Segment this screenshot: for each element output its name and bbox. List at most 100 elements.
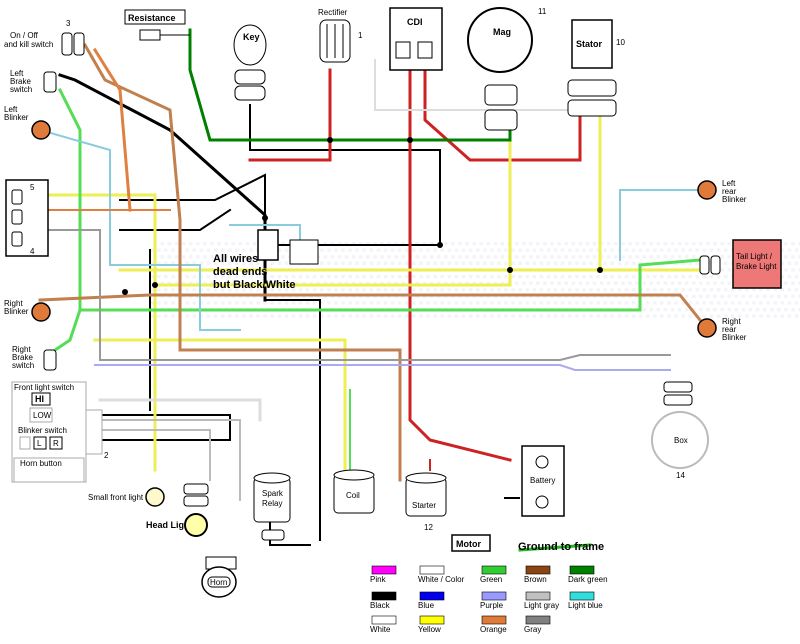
wire-black-2 [249,104,441,246]
right-rear-blinker-label-1: Right [722,317,741,326]
legend-swatch [525,565,551,575]
wire-orange-1 [92,47,132,212]
legend-swatch [481,591,507,601]
wire-green-4 [518,543,592,552]
l-label: L [37,439,42,448]
left-rear-blinker-label-1: Left [722,179,736,188]
resistance: Resistance [124,9,190,41]
legend-label: Dark green [568,575,608,584]
left-rear-blinker-label-2: rear [722,187,737,196]
box-component: Box 14 [651,381,709,480]
legend-swatch [569,565,595,575]
legend-swatch [371,615,397,625]
head-light: Head Light [146,513,208,537]
front-light-switch-panel: Front light switch HI LOW Blinker switch… [11,381,109,483]
wire-red-3 [248,68,332,162]
left-rear-blinker: Left rear Blinker [697,179,747,204]
wire-red-1 [408,58,512,462]
left-rear-blinker-label-3: Blinker [722,195,747,204]
wire-lightblue-1 [38,128,241,331]
connector-number-2: 2 [104,451,109,460]
wire-yellow-4 [93,338,347,482]
legend-label: Purple [480,601,504,610]
legend-label: Black [370,601,391,610]
splice-dot [437,242,443,248]
legend-label: Gray [524,625,541,634]
starter-label: Starter [412,501,436,510]
legend-label: Orange [480,625,507,634]
dead-ends-junction: All wires dead ends but Black/White [213,229,319,291]
rectifier: Rectifier 1 [318,8,363,63]
right-rear-blinker-label-3: Blinker [722,333,747,342]
right-blinker: Right Blinker [4,299,51,322]
wire-brown-2 [38,293,703,323]
wire-gray-3 [99,419,241,501]
wire-red-2 [423,58,582,162]
legend-label: Yellow [418,625,441,634]
dead-ends-label-1: All wires [213,253,258,265]
splice-dot [507,267,513,273]
mag-number: 11 [538,7,547,16]
legend-label: Blue [418,601,435,610]
splice-dot [407,137,413,143]
coil-label: Coil [346,491,360,500]
left-brake-label-2: Brake [10,77,31,86]
wire-gray-4 [99,429,211,481]
right-rear-blinker: Right rear Blinker [697,317,747,342]
wire-black-1 [58,73,267,302]
key-switch: Key [233,24,267,101]
kill-switch-number: 3 [66,19,71,28]
splice-dot [327,137,333,143]
right-brake-switch: Right Brake switch [12,345,57,371]
left-blinker-label-1: Left [4,105,18,114]
legend-swatch [371,565,397,575]
wire-white-2 [374,59,601,111]
legend-label: White [370,625,391,634]
rectifier-number: 1 [358,31,363,40]
rectifier-label: Rectifier [318,8,348,17]
key-label: Key [243,32,260,42]
front-light-switch-label: Front light switch [14,383,74,392]
wire-black-8 [269,519,311,546]
starter-number: 12 [424,523,433,532]
wire-green-2 [188,28,512,142]
motor-label: Motor [456,539,481,549]
mag: Mag 11 [467,7,547,131]
stator: Stator 10 [567,19,625,117]
battery: Battery [504,445,565,517]
blinker-switch-label: Blinker switch [18,426,67,435]
left-brake-label-3: switch [10,85,32,94]
tail-light-label-2: Brake Light [736,262,777,271]
right-brake-label-1: Right [12,345,31,354]
dead-ends-label-2: dead ends [213,266,267,278]
legend-label: Light blue [568,601,603,610]
motor: Motor Ground to frame [451,534,604,553]
legend-label: Pink [370,575,387,584]
wire-black-5 [119,208,232,231]
right-brake-label-2: Brake [12,353,33,362]
kill-switch-label-2: and kill switch [4,40,53,49]
right-brake-label-3: switch [12,361,34,370]
horn: Horn [201,556,237,598]
right-blinker-label-1: Right [4,299,23,308]
battery-label: Battery [530,476,555,485]
legend-swatch [371,591,397,601]
cdi-label: CDI [407,17,423,27]
legend-swatch [525,591,551,601]
cdi: CDI [389,7,443,71]
wire-green-3 [52,308,82,353]
splice-dot [122,289,128,295]
legend-swatch [481,565,507,575]
splice-dot [597,267,603,273]
box-label: Box [674,436,688,445]
horn-button-label: Horn button [20,459,62,468]
legend-label: Brown [524,575,547,584]
legend-swatch [525,615,551,625]
box-number: 14 [676,471,685,480]
wire-brown-1 [82,42,402,482]
left-brake-label-1: Left [10,69,24,78]
legend-swatch [419,565,445,575]
legend-label: Light gray [524,601,559,610]
left-connector: 5 4 [5,179,49,257]
